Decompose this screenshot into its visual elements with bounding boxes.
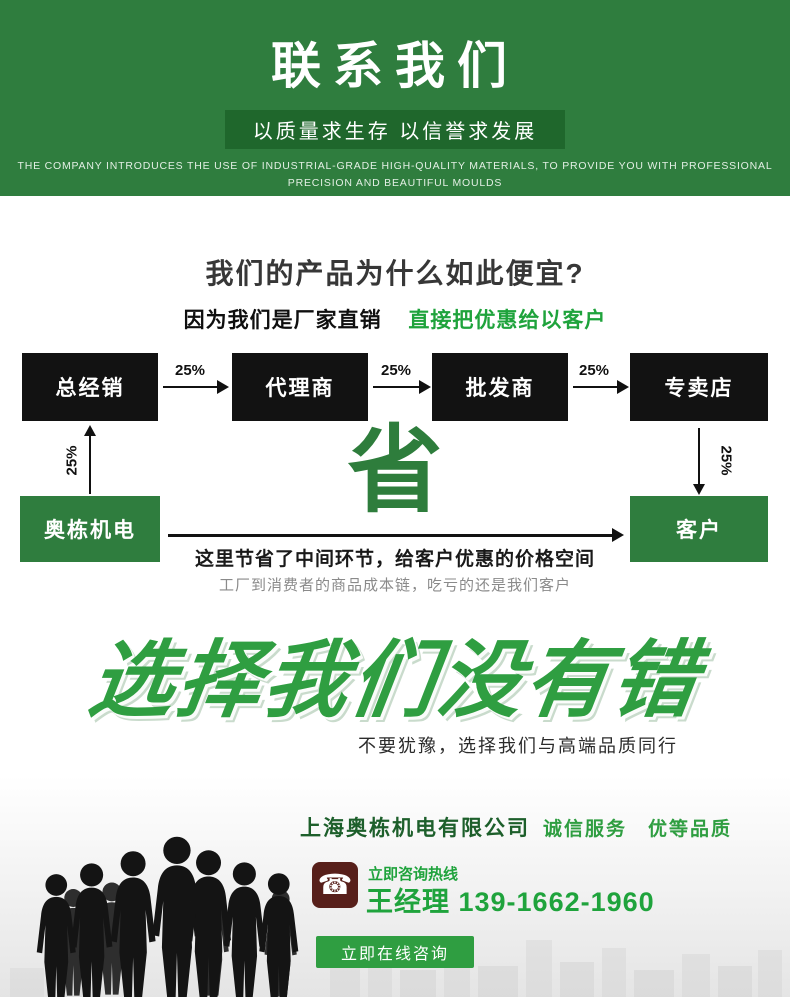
percent-label: 25% [578, 362, 610, 379]
header-banner: 联系我们 以质量求生存 以信誉求发展 THE COMPANY INTRODUCE… [0, 0, 790, 196]
header-subtitle-line2: PRECISION AND BEAUTIFUL MOULDS [287, 177, 503, 190]
choose-subline: 不要犹豫，选择我们与高端品质同行 [358, 736, 678, 756]
chain-box-wholesaler: 批发商 [432, 353, 568, 421]
why-section: 我们的产品为什么如此便宜? 因为我们是厂家直销 直接把优惠给以客户 [0, 252, 790, 334]
chain-box-distributor: 总经销 [22, 353, 158, 421]
reason-highlight-text: 直接把优惠给以客户 [408, 309, 607, 332]
choose-section: 选择我们没有错 不要犹豫，选择我们与高端品质同行 [0, 633, 790, 758]
percent-label: 25% [174, 362, 206, 379]
company-tagline: 诚信服务 优等品质 [543, 819, 733, 840]
save-character: 省 [347, 418, 443, 524]
percent-label: 25% [380, 362, 412, 379]
factory-to-customer-arrow-icon [168, 528, 624, 542]
save-note-gray: 工厂到消费者的商品成本链，吃亏的还是我们客户 [218, 577, 571, 594]
footer-contact-section: 上海奥栋机电有限公司 诚信服务 优等品质 ☎ 立即咨询热线 王经理 139-16… [0, 776, 790, 997]
choose-headline: 选择我们没有错 [83, 633, 707, 727]
online-consult-button[interactable]: 立即在线咨询 [316, 936, 474, 968]
phone-icon: ☎ [312, 862, 358, 908]
phone-icon-glyph: ☎ [317, 869, 353, 900]
arrow-right-icon [163, 380, 229, 394]
arrow-down-icon [693, 428, 705, 495]
business-people-silhouette [36, 836, 299, 997]
factory-box: 奥栋机电 [20, 496, 160, 562]
company-name: 上海奥栋机电有限公司 [300, 817, 530, 840]
chain-box-agent: 代理商 [232, 353, 368, 421]
hotline-label: 立即咨询热线 [368, 866, 459, 883]
customer-box: 客户 [630, 496, 768, 562]
contact-phone-number: 王经理 139-1662-1960 [366, 887, 655, 917]
page-title: 联系我们 [271, 38, 519, 94]
arrow-right-icon [373, 380, 431, 394]
distribution-flow-diagram: 总经销 代理商 批发商 专卖店 25% 25% 25% 25% 25% 奥栋机电… [0, 348, 790, 604]
arrow-up-icon [84, 425, 96, 494]
why-reason: 因为我们是厂家直销 直接把优惠给以客户 [0, 304, 790, 334]
chain-box-store: 专卖店 [630, 353, 768, 421]
reason-plain-text: 因为我们是厂家直销 [183, 309, 382, 332]
header-subtitle: THE COMPANY INTRODUCES THE USE OF INDUST… [0, 158, 790, 193]
arrow-right-icon [573, 380, 629, 394]
save-note-bold: 这里节省了中间环节，给客户优惠的价格空间 [194, 549, 595, 570]
why-title: 我们的产品为什么如此便宜? [205, 258, 585, 289]
header-subtitle-line1: THE COMPANY INTRODUCES THE USE OF INDUST… [17, 160, 773, 172]
slogan-ribbon: 以质量求生存 以信誉求发展 [224, 110, 566, 149]
